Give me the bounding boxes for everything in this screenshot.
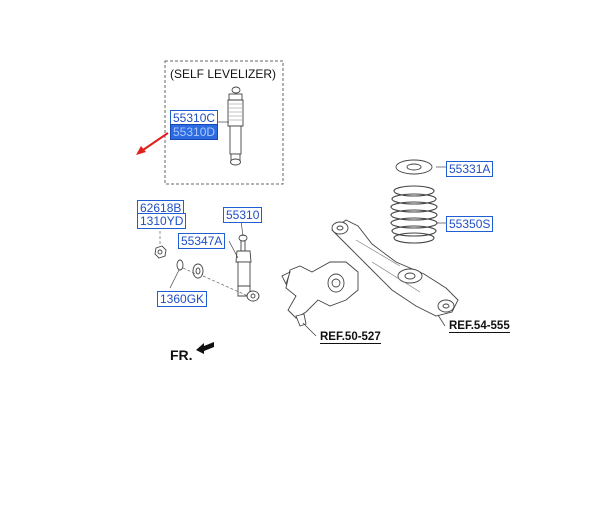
washer <box>176 259 184 271</box>
part-label-55310[interactable]: 55310 <box>223 207 263 223</box>
front-direction-arrow <box>196 342 214 354</box>
self-levelizer-shock <box>227 86 244 166</box>
ref-link-54-555[interactable]: REF.54-555 <box>449 320 510 333</box>
pointer-arrowhead <box>136 146 146 155</box>
bushing <box>192 263 204 279</box>
alignment-lines <box>159 231 249 297</box>
nut <box>154 245 167 259</box>
spring-seat <box>395 159 433 175</box>
leader-lines <box>169 121 448 289</box>
leader-ref54 <box>437 314 446 327</box>
part-label-1310yd[interactable]: 1310YD <box>137 213 187 229</box>
lower-arm <box>331 219 459 317</box>
ref-label-54-555: REF.54-555 <box>449 320 510 333</box>
coil-spring <box>390 185 438 244</box>
self-levelizer-title: (SELF LEVELIZER) <box>170 67 277 81</box>
part-label-1360gk[interactable]: 1360GK <box>157 291 208 307</box>
part-label-55347a[interactable]: 55347A <box>178 233 226 249</box>
self-levelizer-frame <box>164 60 284 185</box>
leader-ref50 <box>302 322 317 337</box>
ref-label-50-527: REF.50-527 <box>320 331 381 344</box>
part-label-55331a[interactable]: 55331A <box>446 161 494 177</box>
knuckle <box>281 261 359 327</box>
front-direction-label: FR. <box>170 347 193 363</box>
ref-link-50-527[interactable]: REF.50-527 <box>320 331 381 344</box>
part-label-55350s[interactable]: 55350S <box>446 216 494 232</box>
pointer-arrow <box>139 132 169 153</box>
shock-absorber <box>235 234 260 302</box>
part-label-55310d[interactable]: 55310D <box>170 124 219 140</box>
part-label-55310c[interactable]: 55310C <box>170 110 219 126</box>
